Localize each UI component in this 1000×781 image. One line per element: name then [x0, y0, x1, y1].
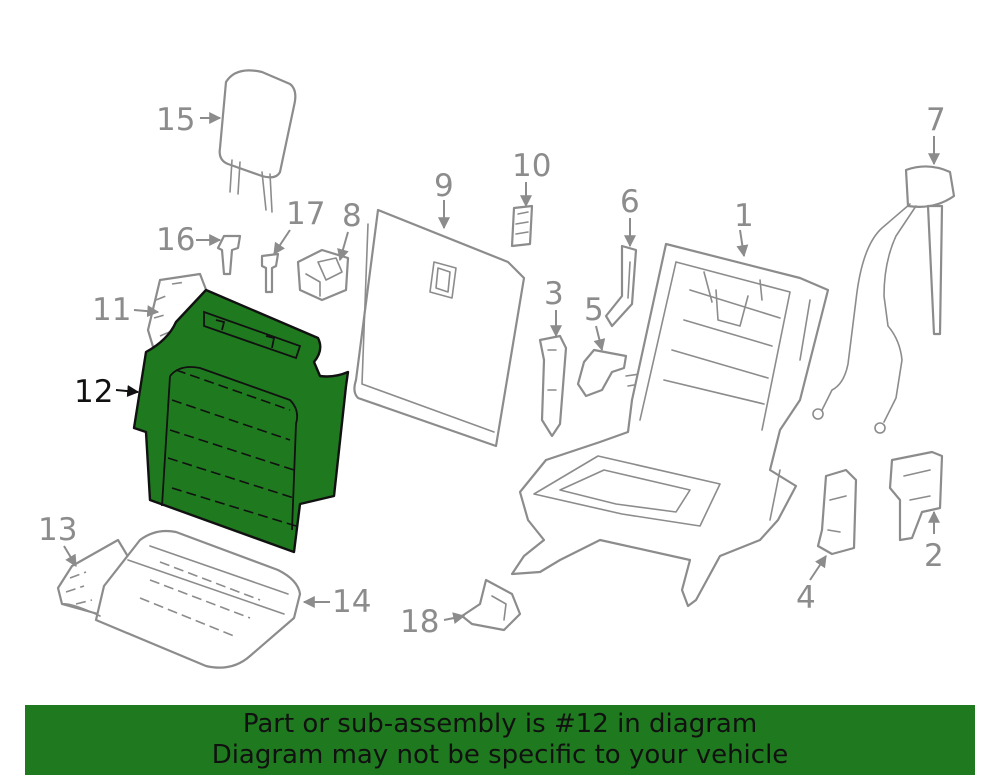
callout-12[interactable]: 12	[74, 374, 113, 410]
callout-7[interactable]: 7	[926, 102, 946, 138]
part-14-seat-cushion[interactable]	[61, 529, 302, 669]
part-2-bracket[interactable]	[888, 450, 944, 542]
parts-diagram: 1 2 3 4 5 6 7 8 9 10 11 12 13 14 15 16 1…	[38, 69, 956, 669]
part-15-headrest[interactable]	[218, 69, 297, 213]
callout-18[interactable]: 18	[400, 604, 439, 640]
part-18-bracket[interactable]	[460, 578, 522, 632]
part-9-back-panel[interactable]	[353, 208, 526, 448]
callout-5[interactable]: 5	[584, 292, 604, 328]
banner-line-2: Diagram may not be specific to your vehi…	[211, 740, 789, 770]
leader-1	[736, 229, 749, 258]
banner-line-1: Part or sub-assembly is #12 in diagram	[242, 709, 758, 739]
callout-14[interactable]: 14	[332, 584, 371, 620]
part-17-headrest-guide[interactable]	[260, 252, 280, 294]
callout-2[interactable]: 2	[924, 538, 944, 574]
callout-17[interactable]: 17	[286, 196, 325, 232]
callout-4[interactable]: 4	[796, 580, 816, 616]
part-12-back-cover[interactable]	[132, 288, 350, 554]
part-8-latch-cover[interactable]	[296, 248, 350, 302]
leader-18	[443, 612, 466, 625]
part-10-clip[interactable]	[510, 204, 534, 248]
part-4-side-trim[interactable]	[816, 468, 858, 556]
callout-8[interactable]: 8	[342, 198, 362, 234]
leader-13	[63, 545, 77, 568]
callout-3[interactable]: 3	[544, 276, 564, 312]
leader-17	[273, 229, 291, 255]
leader-5	[593, 325, 606, 352]
part-3-bracket[interactable]	[538, 334, 568, 438]
leader-12	[115, 385, 140, 397]
part-16-headrest-guide[interactable]	[216, 234, 242, 276]
leader-8	[337, 231, 349, 262]
part-5-cover[interactable]	[576, 348, 641, 398]
info-banner: Part or sub-assembly is #12 in diagram D…	[25, 705, 975, 775]
callout-9[interactable]: 9	[434, 168, 454, 204]
callout-10[interactable]: 10	[512, 148, 551, 184]
callout-16[interactable]: 16	[156, 222, 195, 258]
callout-1[interactable]: 1	[734, 198, 754, 234]
leader-4	[809, 555, 827, 581]
callout-15[interactable]: 15	[156, 102, 195, 138]
part-6-trim-strip[interactable]	[604, 244, 638, 328]
part-1-seat-frame[interactable]	[510, 242, 830, 608]
callout-6[interactable]: 6	[620, 184, 640, 220]
callout-13[interactable]: 13	[38, 512, 77, 548]
part-7-latch-cable[interactable]	[812, 165, 956, 434]
leader-11	[133, 305, 160, 318]
callout-11[interactable]: 11	[92, 292, 131, 328]
